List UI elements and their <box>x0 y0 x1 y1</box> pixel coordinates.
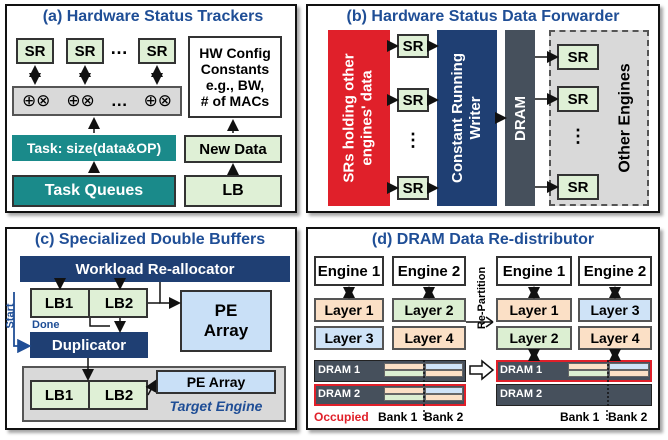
done-label: Done <box>32 319 60 331</box>
layer1-left: Layer 1 <box>314 298 384 322</box>
engine2-right: Engine 2 <box>578 256 652 286</box>
dram1-left-bank2 <box>425 363 463 379</box>
new-data-box: New Data <box>184 135 282 163</box>
pe-array-box-bottom: PE Array <box>156 370 276 394</box>
redistribute-arrow-icon <box>469 359 495 381</box>
lb1-bottom: LB1 <box>30 380 90 410</box>
layer1-right: Layer 1 <box>496 298 572 322</box>
status-register-1: SR <box>16 38 54 64</box>
layer3-right: Layer 3 <box>578 298 652 322</box>
pe-array-box-top: PE Array <box>180 290 272 352</box>
dram1-right-bank2 <box>609 363 649 379</box>
layer2-right: Layer 2 <box>496 326 572 350</box>
lb1-top: LB1 <box>30 288 90 318</box>
task-size-box: Task: size(data&OP) <box>12 135 176 161</box>
lb2-bottom: LB2 <box>104 386 134 404</box>
pe-line-2: Array <box>203 321 249 340</box>
forwarder-vdots: ⋮ <box>404 130 422 150</box>
layer4-left: Layer 4 <box>392 326 466 350</box>
other-engine-sr-3: SR <box>557 174 599 200</box>
dram1-right-label: DRAM 1 <box>500 364 543 376</box>
dram1-left-label: DRAM 1 <box>318 364 361 376</box>
target-engine-label: Target Engine <box>169 398 263 414</box>
panel-c-title: (c) Specialized Double Buffers <box>34 231 266 248</box>
engine1-right: Engine 1 <box>496 256 572 286</box>
occupied-label: Occupied <box>314 410 369 424</box>
add-mult-op-3: ⊕⊗ <box>143 91 173 110</box>
status-register-2: SR <box>66 38 104 64</box>
hw-config-line-1: HW Config <box>199 45 271 61</box>
bank2-label-left: Bank 2 <box>424 410 464 424</box>
dram2-left-label: DRAM 2 <box>318 388 361 400</box>
dram2-right <box>496 384 652 406</box>
task-queues-box: Task Queues <box>12 175 176 207</box>
panel-b-title: (b) Hardware Status Data Forwarder <box>346 8 620 25</box>
add-mult-op-1: ⊕⊗ <box>21 91 51 110</box>
constant-running-writer-box: Constant Running Writer <box>437 30 497 206</box>
hw-config-line-4: # of MACs <box>200 93 270 109</box>
dram2-left-bank2 <box>425 387 463 403</box>
dram2-right-label: DRAM 2 <box>500 388 543 400</box>
srs-holding-box: SRs holding other engines' data <box>328 30 390 206</box>
other-engines-vdots: ⋮ <box>569 126 587 146</box>
bank2-label-right: Bank 2 <box>608 410 648 424</box>
bank1-label-left: Bank 1 <box>378 410 418 424</box>
add-mult-op-2: ⊕⊗ <box>66 91 95 110</box>
panel-d-title: (d) DRAM Data Re-distributor <box>371 231 595 248</box>
panel-a-title: (a) Hardware Status Trackers <box>42 8 264 25</box>
workload-reallocator-box: Workload Re-allocator <box>20 256 290 282</box>
status-register-3: SR <box>138 38 176 64</box>
forwarder-sr-2: SR <box>397 88 429 112</box>
pe-line-1: PE <box>214 301 238 320</box>
hw-config-constants-box: HW Config Constants e.g., BW, # of MACs <box>188 36 282 118</box>
layer3-left: Layer 3 <box>314 326 384 350</box>
bank1-label-right: Bank 1 <box>560 410 600 424</box>
engine1-left: Engine 1 <box>314 256 384 286</box>
duplicator-box: Duplicator <box>30 332 148 358</box>
dram-box: DRAM <box>505 30 535 206</box>
operator-row: ⊕⊗ ⊕⊗ … ⊕⊗ <box>12 86 182 116</box>
hw-config-line-2: Constants <box>200 61 270 77</box>
lb-box: LB <box>184 175 282 207</box>
layer2-left: Layer 2 <box>392 298 466 322</box>
ellipsis-registers: … <box>110 38 128 58</box>
lb2-top: LB2 <box>104 294 134 312</box>
engine2-left: Engine 2 <box>392 256 466 286</box>
other-engine-sr-1: SR <box>557 44 599 70</box>
hw-config-line-3: e.g., BW, <box>205 77 265 93</box>
ellipsis-ops: … <box>110 91 128 110</box>
